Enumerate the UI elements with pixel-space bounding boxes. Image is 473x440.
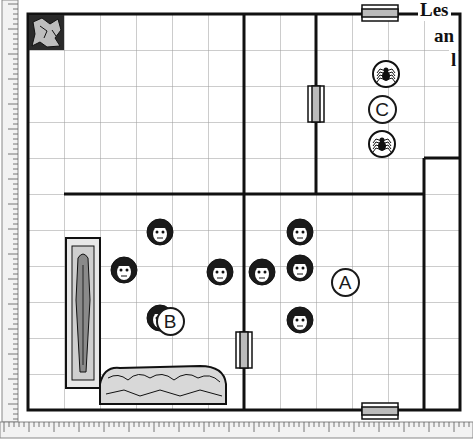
doors	[236, 5, 398, 419]
room-letter-text: A	[339, 273, 352, 292]
room-letter: B	[156, 307, 185, 336]
page-text: an	[432, 26, 456, 47]
grid	[28, 14, 460, 410]
room-letter: C	[368, 95, 397, 124]
room-letter-text: C	[375, 100, 389, 119]
rock-tile	[29, 15, 64, 50]
page-text: Les	[418, 0, 451, 21]
fireplace	[100, 366, 226, 404]
page-text: l	[449, 50, 458, 71]
monster-tokens	[111, 61, 399, 333]
walls	[28, 14, 460, 410]
room-letter-text: B	[164, 312, 177, 331]
tomb	[66, 238, 100, 388]
room-letter: A	[331, 268, 360, 297]
